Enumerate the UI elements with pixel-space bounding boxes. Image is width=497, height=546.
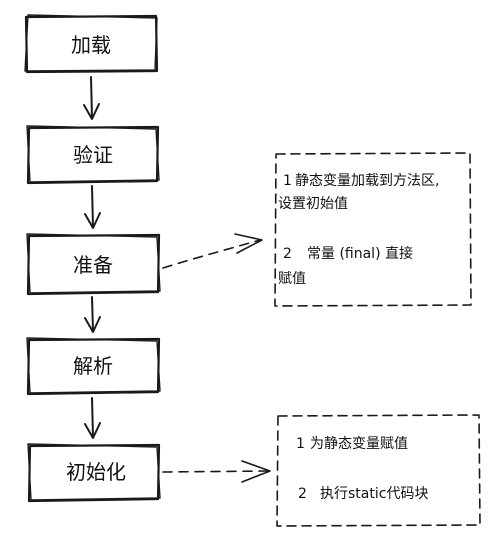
arrow-resolve-to-init [84, 397, 101, 439]
step-prepare-box-stroke [26, 233, 161, 294]
arrow-shaft [91, 185, 94, 228]
step-resolve-label: 解析 [73, 354, 113, 378]
step-resolve-box [26, 337, 161, 396]
note-prepare-line1: 静态变量加载到方法区, [295, 173, 439, 189]
note-prepare-line2-cont: 赋值 [278, 271, 306, 287]
dashed-arrow-head [241, 460, 271, 483]
step-init-box [27, 443, 161, 503]
note-prepare-line2: 常量 (final) 直接 [307, 245, 413, 262]
note-prepare-line2-num: 2 [283, 246, 292, 262]
dashed-arrow-prepare-note [162, 233, 263, 269]
dashed-arrow-shaft [162, 470, 269, 473]
note-prepare: 1 静态变量加载到方法区, 设置初始值 2 常量 (final) 直接 赋值 [274, 152, 472, 307]
note-prepare-line1-cont: 设置初始值 [278, 195, 348, 212]
step-init-box-stroke [27, 443, 161, 501]
step-init: 初始化 [27, 443, 161, 503]
arrow-shaft [91, 397, 94, 438]
step-verify: 验证 [26, 125, 160, 185]
arrow-head [84, 212, 101, 229]
step-prepare-label: 准备 [73, 253, 113, 277]
note-prepare-line1-num: 1 [283, 173, 292, 189]
arrow-head [83, 103, 100, 120]
step-resolve-box-stroke [26, 337, 161, 394]
step-init-label: 初始化 [66, 460, 126, 484]
arrow-shaft [90, 76, 93, 119]
step-prepare: 准备 [26, 233, 161, 296]
note-init-box [276, 414, 481, 527]
note-prepare-box [274, 152, 472, 307]
note-init: 1 为静态变量赋值 2 执行static代码块 [276, 414, 481, 527]
step-verify-box [26, 125, 160, 185]
arrow-verify-to-prepare [84, 185, 101, 229]
note-init-line2: 执行static代码块 [320, 486, 428, 502]
note-init-line1-num: 1 [296, 436, 305, 452]
dashed-arrow-init-note [162, 460, 271, 483]
step-load-box-stroke [24, 14, 158, 72]
note-init-line1: 为静态变量赋值 [310, 436, 408, 452]
step-resolve: 解析 [26, 337, 161, 396]
step-load-label: 加载 [71, 33, 111, 57]
dashed-arrow-head [234, 233, 263, 254]
arrow-load-to-verify [83, 76, 100, 120]
step-verify-box-stroke [26, 125, 160, 183]
step-load: 加载 [24, 14, 159, 74]
arrow-head [84, 316, 101, 333]
arrow-shaft [91, 296, 94, 332]
arrow-prepare-to-resolve [84, 296, 101, 333]
step-verify-label: 验证 [73, 143, 113, 167]
dashed-arrow-shaft [162, 239, 261, 269]
step-prepare-box [26, 233, 161, 296]
arrow-head [84, 422, 101, 439]
note-init-line2-num: 2 [298, 486, 307, 502]
